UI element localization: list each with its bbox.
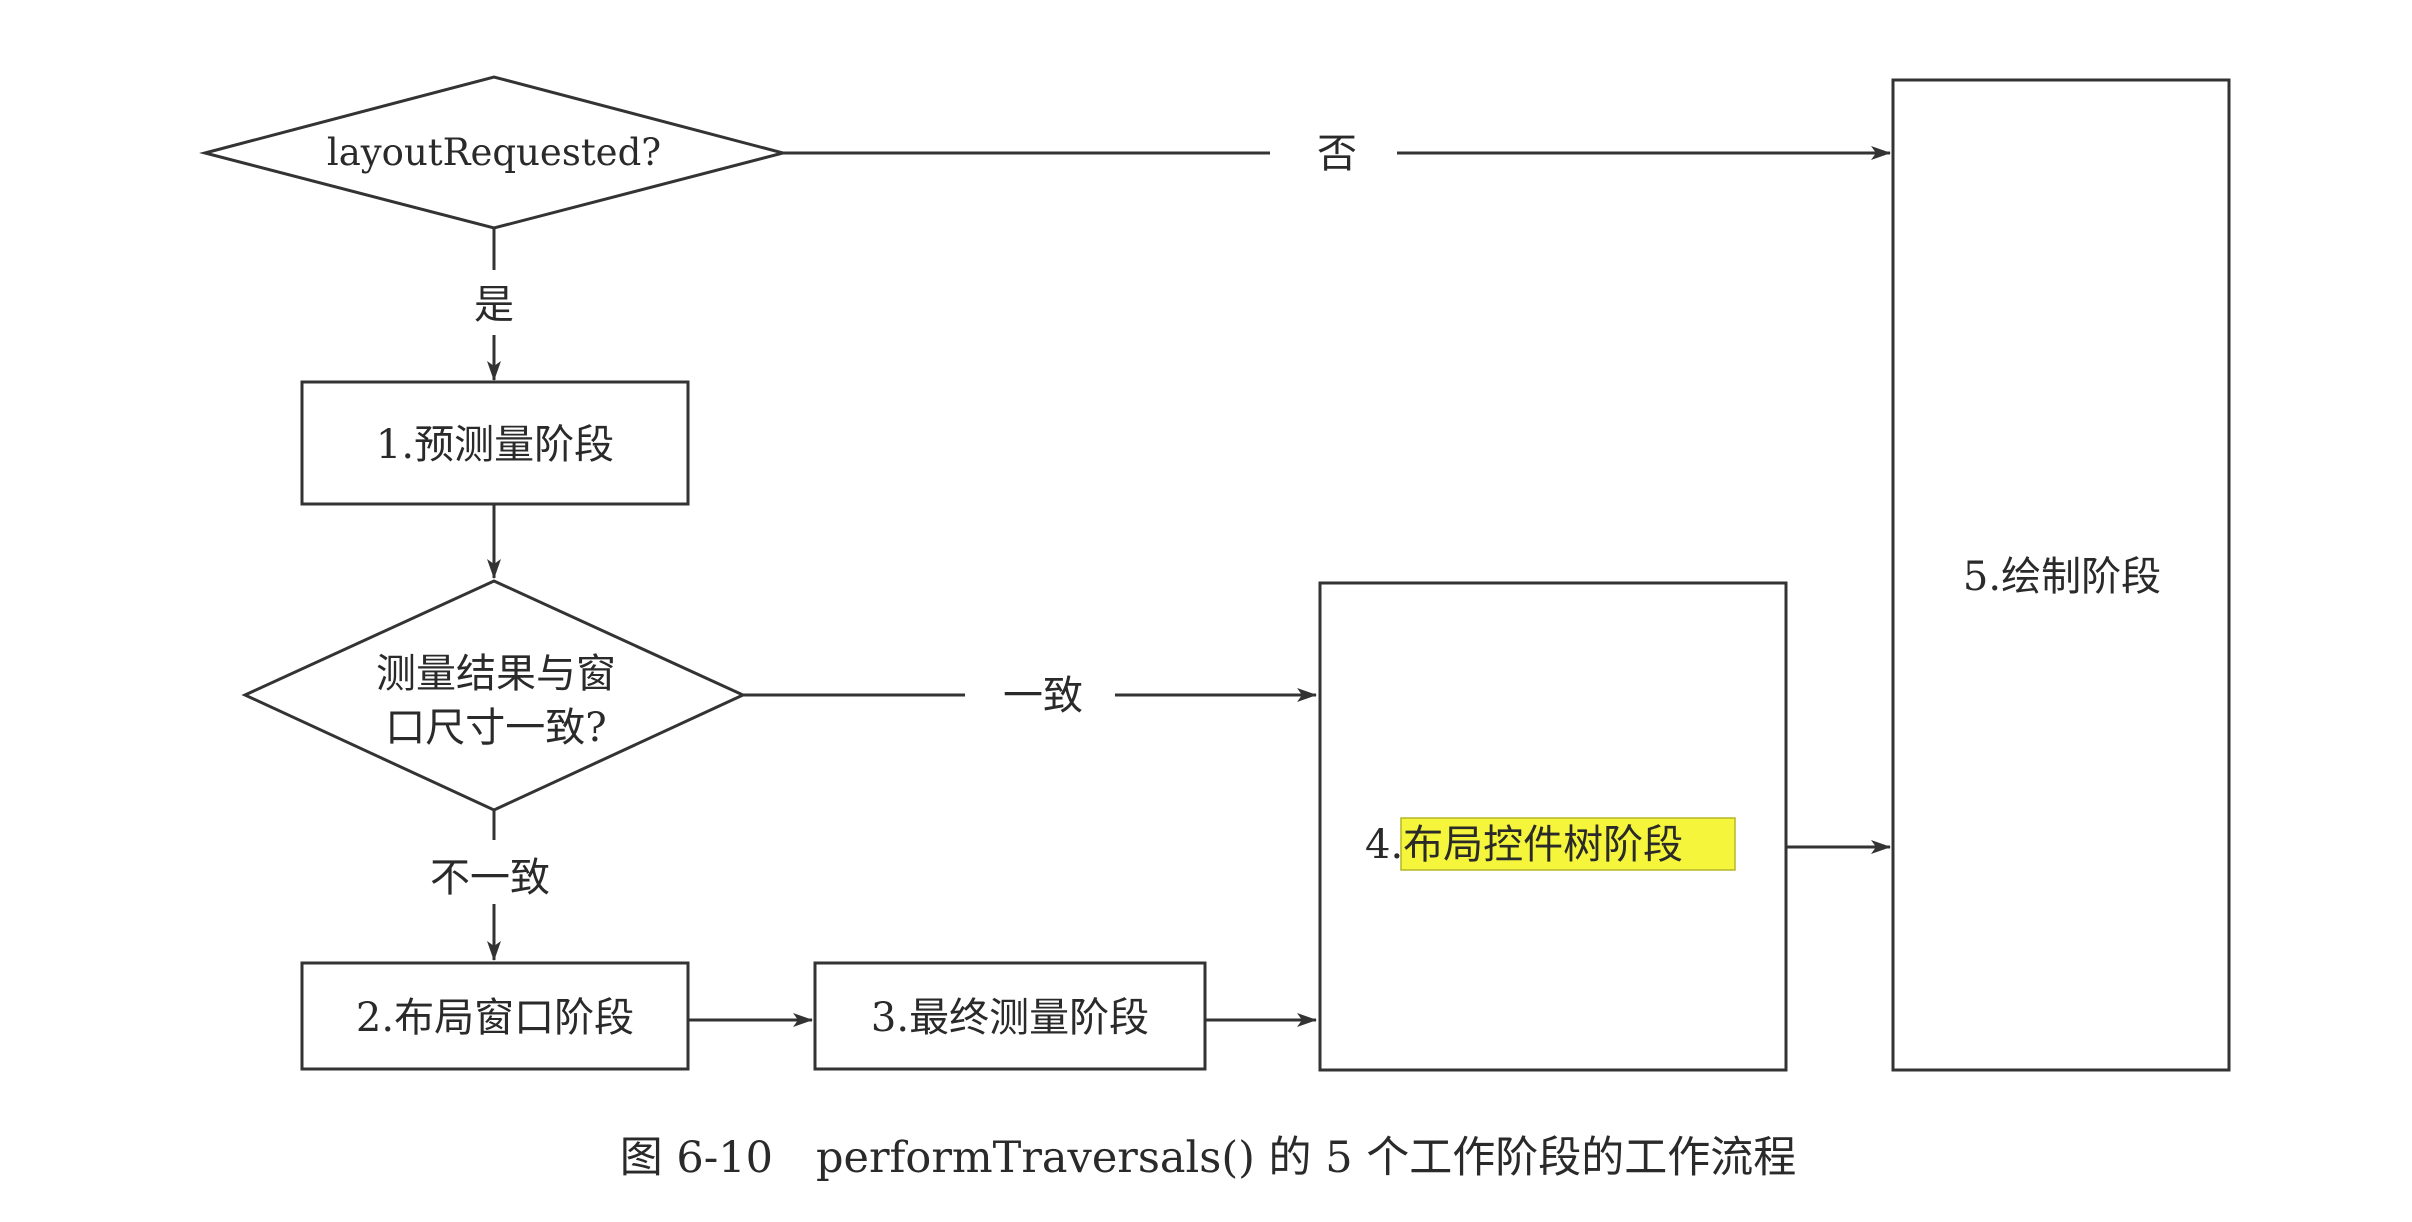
stage5-label: 5.绘制阶段 <box>1963 554 2161 600</box>
stage4-highlight <box>1400 817 1736 871</box>
stage5-box <box>1891 78 2231 1072</box>
stage4-box <box>1318 581 1788 1072</box>
decision-measure-match-line1: 测量结果与窗 <box>376 651 616 697</box>
stage1-label: 1.预测量阶段 <box>376 422 614 468</box>
stage4-label-prefix: 4. <box>1365 822 1403 868</box>
stage3-label: 3.最终测量阶段 <box>871 995 1149 1041</box>
stage4-label-highlight: 布局控件树阶段 <box>1403 822 1683 868</box>
stage3-box <box>813 961 1207 1071</box>
edge-yes-label: 是 <box>474 282 514 328</box>
decision-measure-match-line2: 口尺寸一致? <box>385 705 606 751</box>
stage2-box <box>300 961 690 1071</box>
figure-caption: 图 6-10 performTraversals() 的 5 个工作阶段的工作流… <box>620 1133 1797 1183</box>
decision-layout-requested-label: layoutRequested? <box>327 131 661 174</box>
stage2-label: 2.布局窗口阶段 <box>356 995 634 1041</box>
edge-mismatch-label: 不一致 <box>430 855 550 901</box>
edge-no-label: 否 <box>1317 131 1357 177</box>
edge-match-label: 一致 <box>1003 673 1083 719</box>
stage4-label: 4.布局控件树阶段 <box>1365 822 1683 868</box>
